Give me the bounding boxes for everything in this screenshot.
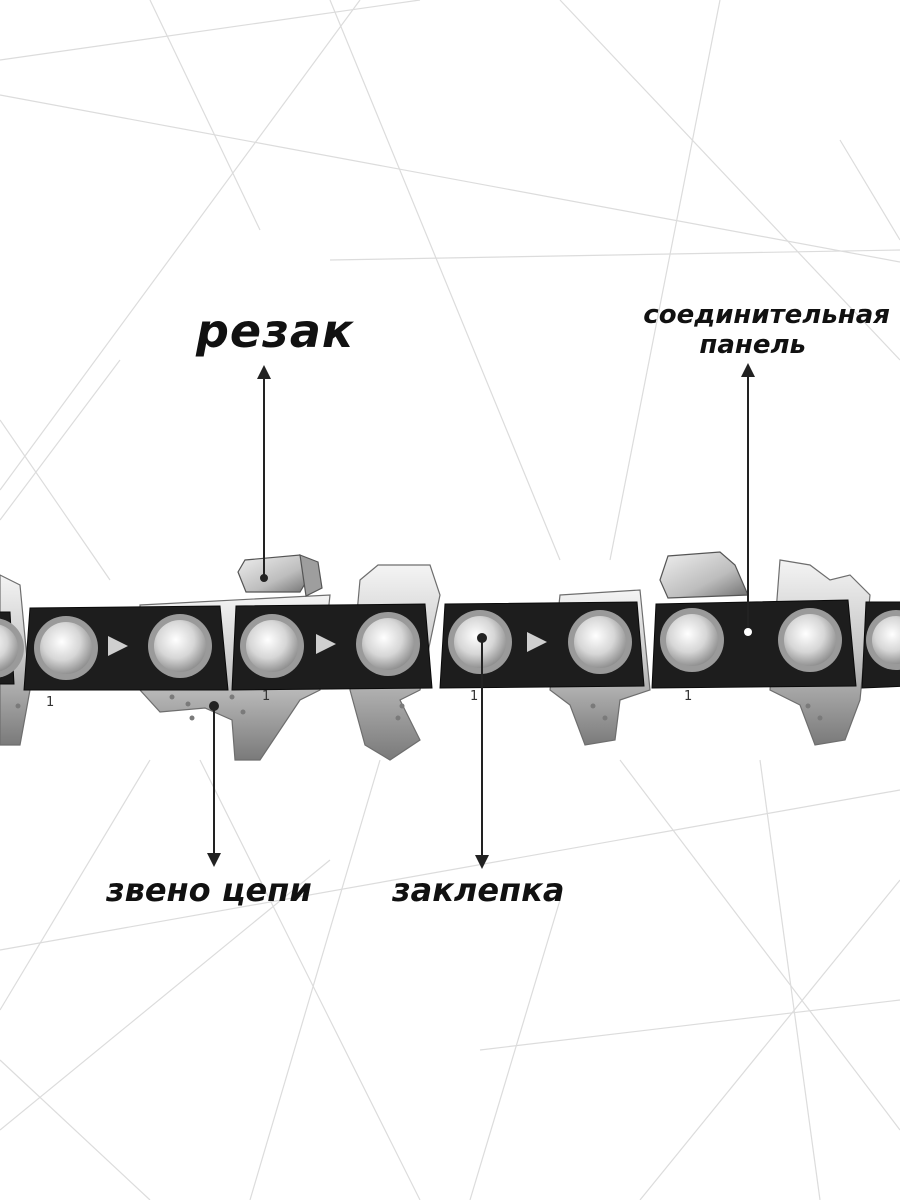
rivet [34,616,98,680]
label-cutter: резак [196,304,355,358]
pointers [207,363,755,869]
label-connecting-plate: соединительная панель [643,300,890,360]
cutter-teeth [237,551,749,599]
rivet [356,612,420,676]
rivet [240,614,304,678]
link-mark: 1 [262,689,270,704]
rivet [866,610,900,670]
link-mark: 1 [470,689,478,704]
rivet [0,618,24,678]
label-chain-link: звено цепи [106,871,312,909]
rivets [0,608,900,680]
link-mark: 1 [684,689,692,704]
direction-marks [108,632,547,656]
saw-chain: 1 1 1 1 [0,551,900,761]
dimples [15,694,823,721]
label-connecting-plate-line2: панель [699,330,806,360]
rivet [778,608,842,672]
label-connecting-plate-line1: соединительная [643,300,890,330]
link-number-marks: 1 1 1 1 [46,689,692,710]
rivet [660,608,724,672]
link-mark: 1 [46,695,54,710]
label-rivet: заклепка [392,871,565,909]
rivet [148,614,212,678]
rivet [568,610,632,674]
